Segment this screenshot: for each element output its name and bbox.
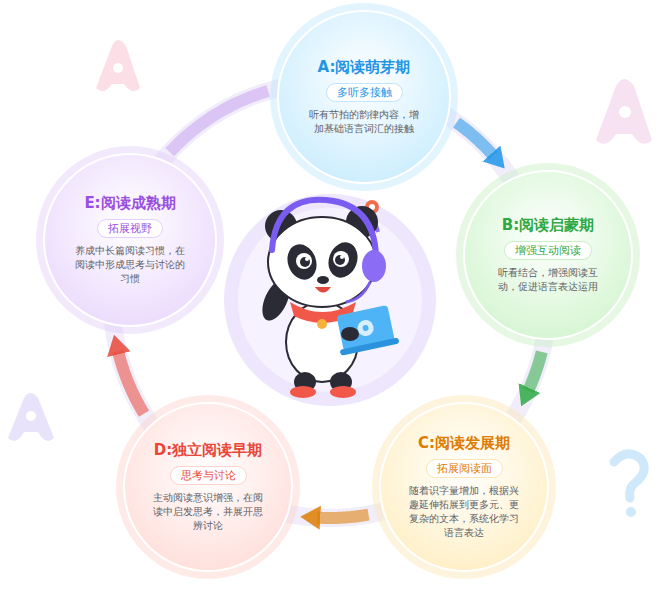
stage-tag: 拓展视野 [97,219,163,238]
stage-description: 听有节拍的韵律内容，增加基础语言词汇的接触 [306,108,422,136]
stage-title: D:独立阅读早期 [154,441,262,461]
cycle-arrow [170,91,268,152]
stage-tag: 拓展阅读面 [426,459,503,478]
stage-description: 养成中长篇阅读习惯，在阅读中形成思考与讨论的习惯 [72,244,188,286]
cycle-arrow [528,352,542,391]
circle-outline [36,146,224,334]
stage-title: A:阅读萌芽期 [318,58,411,78]
cycle-arrow [317,515,368,518]
stage-circle: B:阅读启蒙期增强互动阅读听看结合，增强阅读互动，促进语言表达运用 [456,163,640,347]
cycle-arrow [118,351,144,413]
stage-description: 听看结合，增强阅读互动，促进语言表达运用 [490,266,606,294]
stage-title: E:阅读成熟期 [84,194,175,214]
stage-circle: C:阅读发展期拓展阅读面随着识字量增加，根据兴趣延伸拓展到更多元、更复杂的文本，… [372,395,556,579]
stage-description: 随着识字量增加，根据兴趣延伸拓展到更多元、更复杂的文本，系统化学习语言表达 [406,484,522,540]
stage-circle: D:独立阅读早期思考与讨论主动阅读意识增强，在阅读中启发思考，并展开思辨讨论 [116,395,300,579]
stage-description: 主动阅读意识增强，在阅读中启发思考，并展开思辨讨论 [150,491,266,533]
decor-shapes [8,40,652,517]
stage-tag: 多听多接触 [326,83,403,102]
stage-circle: E:阅读成熟期拓展视野养成中长篇阅读习惯，在阅读中形成思考与讨论的习惯 [36,146,224,334]
stage-circle: A:阅读萌芽期多听多接触听有节拍的韵律内容，增加基础语言词汇的接触 [270,3,458,191]
stage-tag: 思考与讨论 [170,466,247,485]
stage-tag: 增强互动阅读 [504,241,592,260]
circle-outline [116,395,300,579]
cycle-arrow [457,122,494,155]
panda-mascot [224,194,436,406]
stage-title: B:阅读启蒙期 [502,216,594,236]
stage-title: C:阅读发展期 [418,434,510,454]
